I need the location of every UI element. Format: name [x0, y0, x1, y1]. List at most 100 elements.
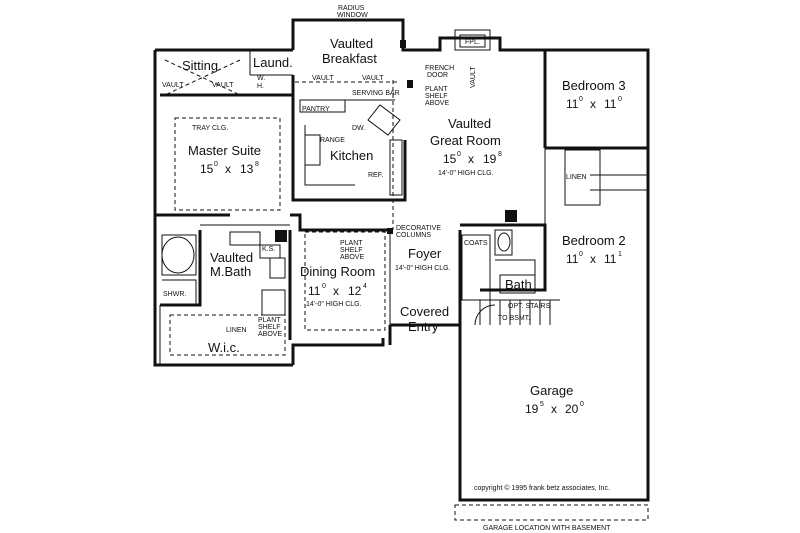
interior-walls — [155, 50, 648, 365]
linen-note-mbath: LINEN — [226, 327, 247, 334]
decorative-columns-note-1: DECORATIVE — [396, 225, 441, 232]
plant-shelf-note-3: ABOVE — [425, 100, 449, 107]
svg-text:x: x — [590, 252, 596, 266]
dishwasher-note: DW. — [352, 125, 365, 132]
decorative-columns-note-2: COLUMNS — [396, 232, 431, 239]
plant-shelf-dining-note-3: ABOVE — [340, 254, 364, 261]
copyright-note: copyright © 1995 frank betz associates, … — [474, 484, 610, 492]
dimension-dining: 11 0 x 12 4 — [308, 283, 367, 298]
plant-shelf-dining-note-2: SHELF — [340, 247, 363, 254]
great-room-ceiling-note: 14'-0" HIGH CLG. — [438, 170, 494, 177]
refrigerator-note: REF. — [368, 172, 383, 179]
dimension-master-suite: 15 0 x 13 8 — [200, 161, 259, 176]
room-label-laundry: Laund. — [253, 55, 293, 70]
room-label-master-suite: Master Suite — [188, 143, 261, 158]
radius-window-note-1: RADIUS — [338, 5, 365, 12]
svg-text:20: 20 — [565, 402, 579, 416]
plant-shelf-mbath-note-1: PLANT — [258, 317, 281, 324]
room-label-foyer: Foyer — [408, 246, 442, 261]
svg-text:8: 8 — [498, 151, 502, 158]
plant-shelf-mbath-note-2: SHELF — [258, 324, 281, 331]
svg-text:0: 0 — [579, 251, 583, 258]
room-label-master-bath-2: M.Bath — [210, 264, 251, 279]
svg-text:x: x — [225, 162, 231, 176]
coats-note: COATS — [464, 240, 488, 247]
tray-ceiling-note: TRAY CLG. — [192, 125, 228, 132]
linen-note-bedroom: LINEN — [566, 174, 587, 181]
svg-text:x: x — [590, 97, 596, 111]
svg-text:8: 8 — [255, 161, 259, 168]
svg-text:19: 19 — [483, 152, 497, 166]
room-label-breakfast-1: Vaulted — [330, 36, 373, 51]
svg-text:5: 5 — [540, 401, 544, 408]
room-label-garage: Garage — [530, 383, 573, 398]
svg-text:x: x — [551, 402, 557, 416]
column-markers — [275, 40, 517, 242]
svg-text:11: 11 — [604, 252, 617, 266]
shower-note: SHWR. — [163, 291, 186, 298]
french-door-note-1: FRENCH — [425, 65, 454, 72]
plant-shelf-note-1: PLANT — [425, 86, 448, 93]
dimension-garage: 19 5 x 20 0 — [525, 401, 584, 416]
dashed-outlines — [164, 59, 649, 521]
room-label-bedroom-3: Bedroom 3 — [562, 78, 626, 93]
svg-text:0: 0 — [322, 283, 326, 290]
svg-text:x: x — [468, 152, 474, 166]
room-label-great-room-2: Great Room — [430, 133, 501, 148]
svg-text:0: 0 — [214, 161, 218, 168]
room-label-wic: W.i.c. — [208, 340, 240, 355]
knee-space-note: K.S. — [262, 246, 275, 253]
range-note: RANGE — [320, 137, 345, 144]
svg-text:11: 11 — [308, 284, 321, 298]
svg-text:0: 0 — [618, 96, 622, 103]
svg-text:11: 11 — [604, 97, 617, 111]
svg-text:0: 0 — [580, 401, 584, 408]
dimension-bedroom-3: 11 0 x 11 0 — [566, 96, 622, 111]
fireplace-icon — [454, 29, 491, 51]
svg-text:Bath: Bath — [505, 277, 532, 292]
pantry-note: PANTRY — [302, 106, 330, 113]
dining-ceiling-note: 14'-0" HIGH CLG. — [306, 301, 362, 308]
radius-window-note-2: WINDOW — [337, 12, 368, 19]
plant-shelf-mbath-note-3: ABOVE — [258, 331, 282, 338]
room-label-breakfast-2: Breakfast — [322, 51, 377, 66]
vault-note-sitting-1: VAULT — [162, 82, 184, 89]
room-label-kitchen: Kitchen — [330, 148, 373, 163]
foyer-ceiling-note: 14'-0" HIGH CLG. — [395, 265, 451, 272]
svg-text:1: 1 — [618, 251, 622, 258]
room-label-dining: Dining Room — [300, 264, 375, 279]
bath-label-box: Bath — [499, 274, 536, 294]
svg-text:0: 0 — [457, 151, 461, 158]
garage-location-note: GARAGE LOCATION WITH BASEMENT — [483, 525, 611, 532]
plant-shelf-note-2: SHELF — [425, 93, 448, 100]
svg-text:15: 15 — [443, 152, 457, 166]
svg-text:19: 19 — [525, 402, 539, 416]
serving-bar-note: SERVING BAR — [352, 90, 400, 97]
water-heater-note-1: W. — [257, 75, 265, 82]
water-heater-note-2: H. — [257, 83, 264, 90]
svg-text:0: 0 — [579, 96, 583, 103]
room-label-great-room-1: Vaulted — [448, 116, 491, 131]
room-label-sitting: Sitting — [182, 58, 218, 73]
room-label-covered-entry-2: Entry — [408, 319, 439, 334]
plant-shelf-dining-note-1: PLANT — [340, 240, 363, 247]
vault-note-sitting-2: VAULT — [212, 82, 234, 89]
opt-stairs-note: OPT. STAIRS — [508, 303, 551, 310]
vault-note-great-room: VAULT — [470, 66, 477, 88]
french-door-note-2: DOOR — [427, 72, 448, 79]
dimension-great-room: 15 0 x 19 8 — [443, 151, 502, 166]
svg-text:4: 4 — [363, 283, 367, 290]
room-label-bedroom-2: Bedroom 2 — [562, 233, 626, 248]
svg-text:13: 13 — [240, 162, 254, 176]
fireplace-label: FPL. — [465, 39, 480, 46]
svg-text:12: 12 — [348, 284, 362, 298]
room-label-master-bath-1: Vaulted — [210, 250, 253, 265]
svg-text:x: x — [333, 284, 339, 298]
svg-text:15: 15 — [200, 162, 214, 176]
svg-text:11: 11 — [566, 97, 579, 111]
vault-note-breakfast-2: VAULT — [362, 75, 384, 82]
to-basement-note: TO BSMT. — [498, 315, 530, 322]
room-label-covered-entry-1: Covered — [400, 304, 449, 319]
dimension-bedroom-2: 11 0 x 11 1 — [566, 251, 622, 266]
